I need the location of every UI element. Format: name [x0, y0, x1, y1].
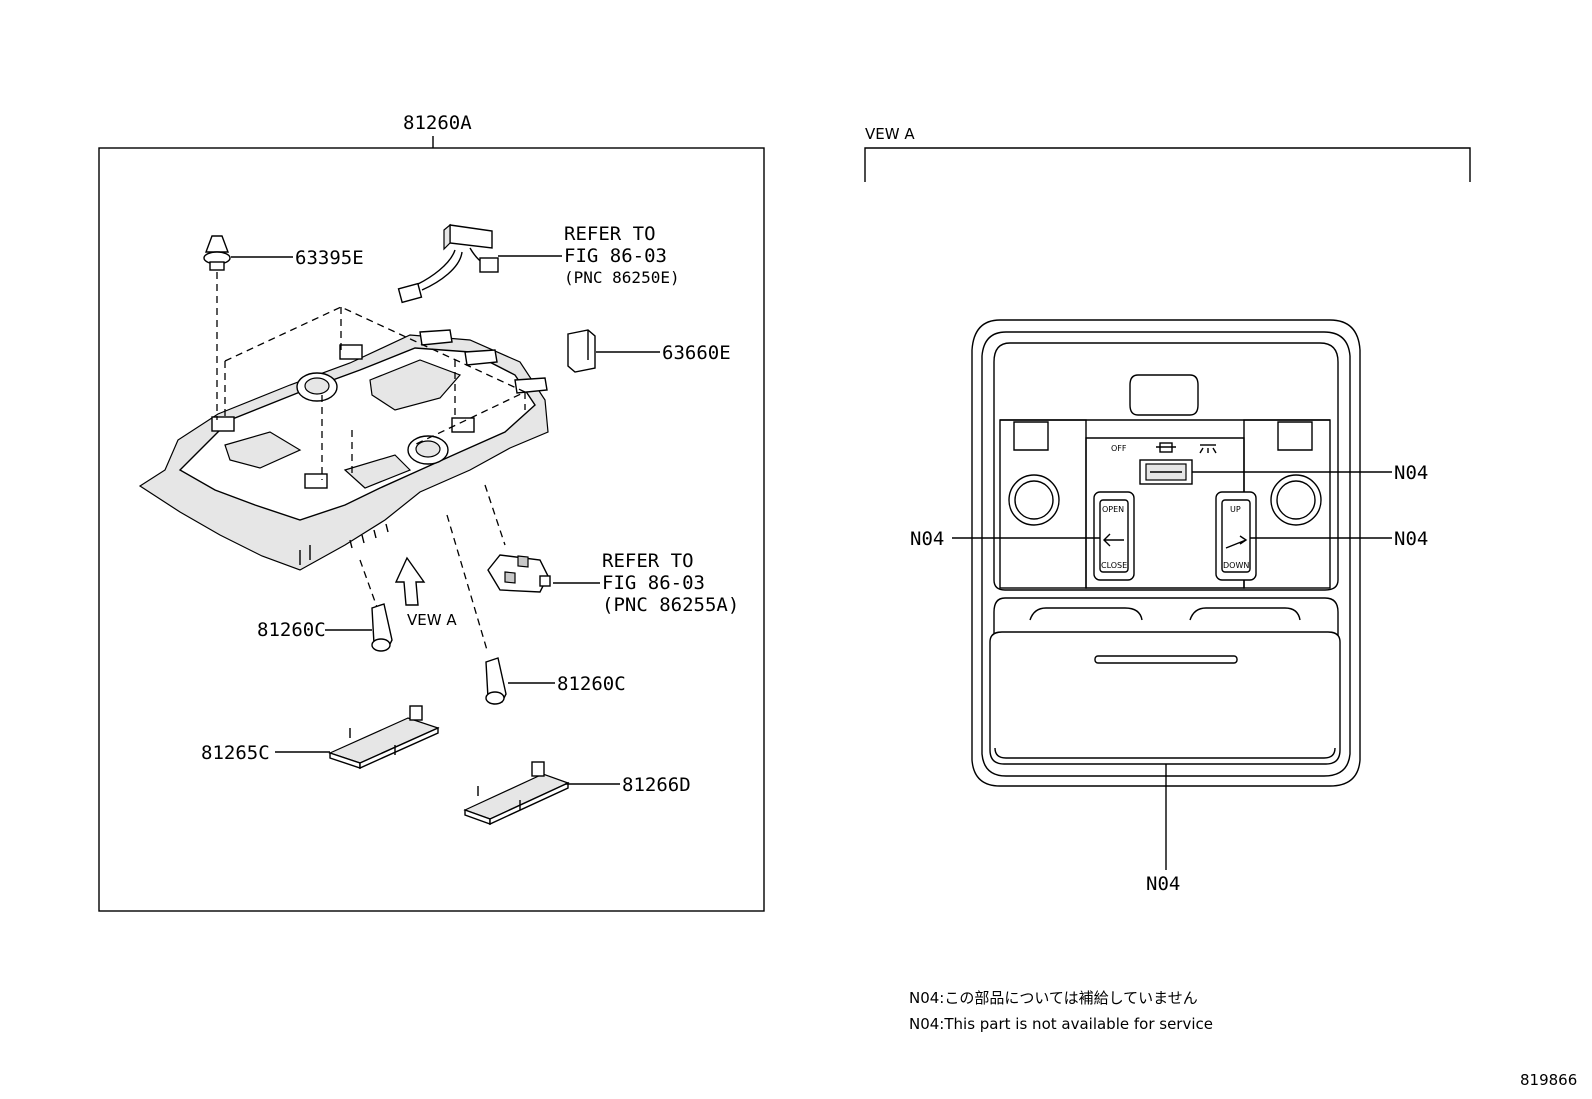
- view-title: VEW A: [865, 125, 915, 143]
- console-body: [138, 329, 549, 571]
- n04-top-label: N04: [1394, 462, 1428, 484]
- note-japanese: N04:この部品については補給していません: [909, 989, 1198, 1007]
- view-arrow: [394, 556, 426, 606]
- bulb-left-label: 81260C: [257, 619, 326, 641]
- switch-open-text: OPEN: [1102, 505, 1124, 514]
- view-bracket: [864, 147, 1471, 182]
- switch-up-text: UP: [1230, 505, 1241, 514]
- note-english: N04:This part is not available for servi…: [909, 1015, 1213, 1033]
- lens-left: [328, 705, 440, 770]
- bulb-right-label: 81260C: [557, 673, 626, 695]
- figure-number: 819866: [1520, 1071, 1577, 1089]
- bulb-right: [485, 657, 507, 705]
- assembly-label: 81260A: [403, 112, 472, 134]
- n04-left-label: N04: [910, 528, 944, 550]
- refer1-line2: FIG 86-03: [564, 245, 667, 267]
- bulb-left: [371, 603, 393, 652]
- refer1-line3: (PNC 86250E): [564, 268, 680, 287]
- left-panel: 81260A 63395E REFER TO FIG 86-03 (PNC 86…: [98, 112, 765, 912]
- lamp-on-icon: [1199, 444, 1217, 454]
- switch-part: [487, 554, 551, 593]
- switch-down-text: DOWN: [1223, 561, 1249, 570]
- harness-part: [397, 223, 499, 304]
- right-panel: VEW A OFF: [864, 125, 1471, 1033]
- sunroof-tilt-switch: [1215, 491, 1257, 581]
- switch-off-text: OFF: [1111, 444, 1127, 453]
- view-a-label: VEW A: [407, 611, 457, 629]
- clip-part: [203, 235, 231, 271]
- lens-right: [463, 761, 570, 826]
- lens-left-label: 81265C: [201, 742, 270, 764]
- assembly-frame: [98, 147, 765, 912]
- sunroof-open-close-switch: [1093, 491, 1135, 581]
- refer2-line3: (PNC 86255A): [602, 594, 739, 616]
- refer1-line1: REFER TO: [564, 223, 656, 245]
- clip-label: 63395E: [295, 247, 364, 269]
- door-lamp-icon: [1156, 442, 1176, 453]
- console-front-view: OFF OPEN CLOSE U: [971, 319, 1361, 787]
- n04-bottom-label: N04: [1146, 873, 1180, 895]
- switch-close-text: CLOSE: [1101, 561, 1127, 570]
- plug-part: [567, 329, 596, 373]
- refer2-line1: REFER TO: [602, 550, 694, 572]
- refer2-line2: FIG 86-03: [602, 572, 705, 594]
- n04-right-label: N04: [1394, 528, 1428, 550]
- lens-right-label: 81266D: [622, 774, 691, 796]
- plug-label: 63660E: [662, 342, 731, 364]
